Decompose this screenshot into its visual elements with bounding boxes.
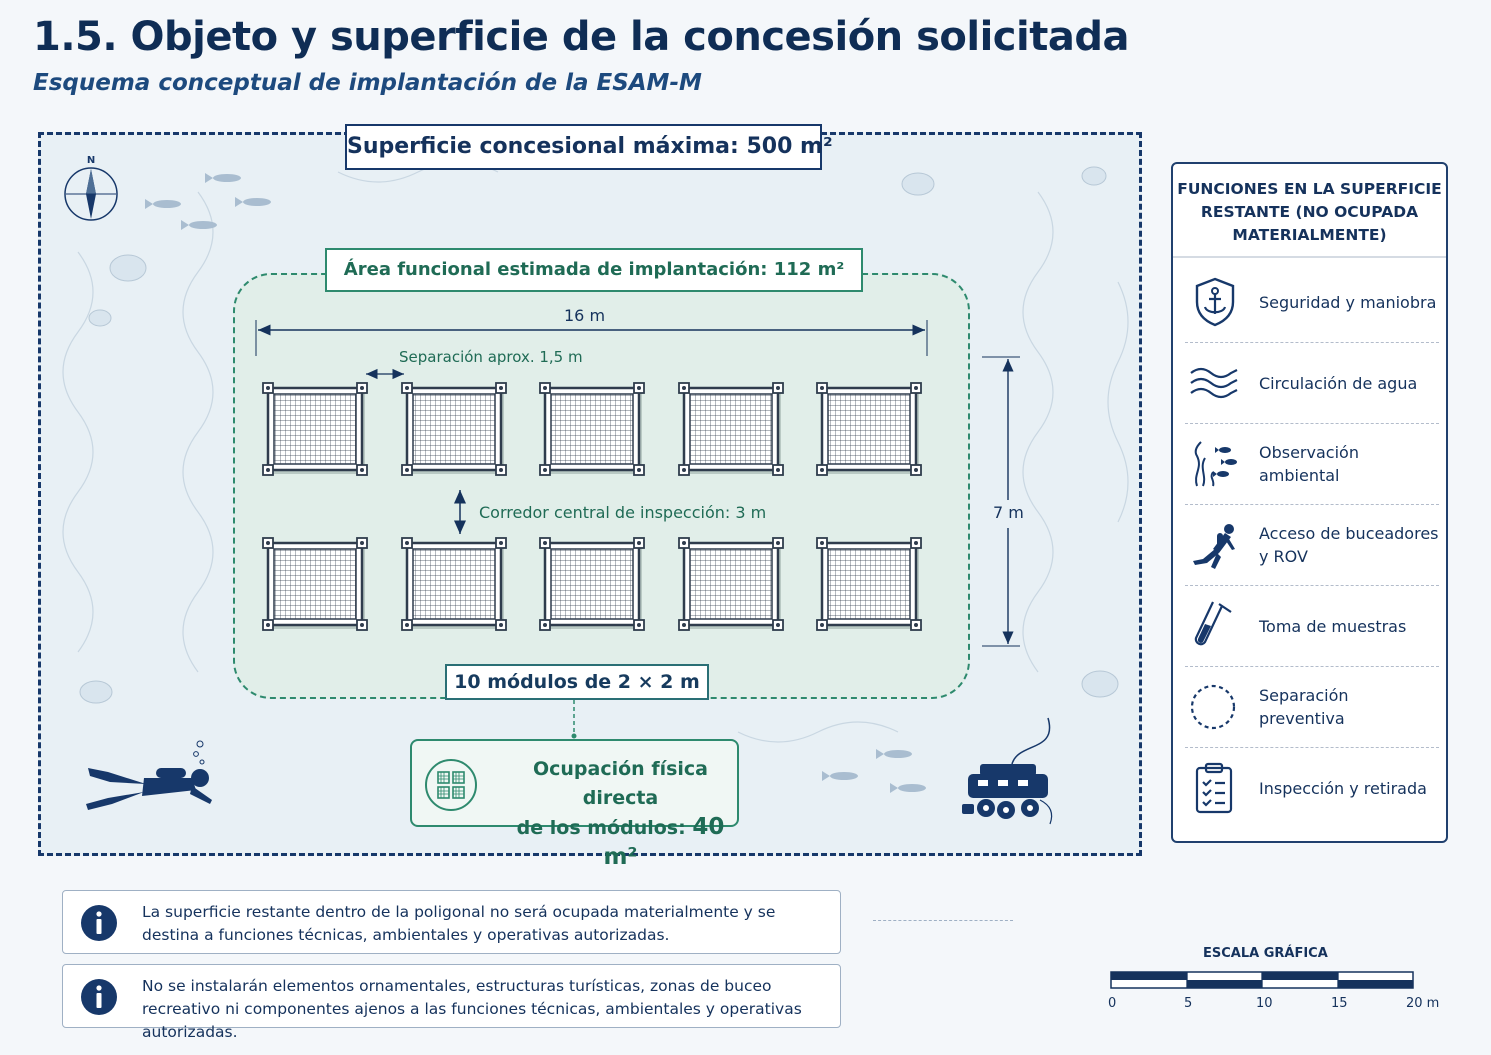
legend-divider <box>1173 256 1446 258</box>
functional-area-label: Área funcional estimada de implantación:… <box>325 248 863 292</box>
width-dimension-label: 16 m <box>564 306 606 325</box>
diver-illustration-icon <box>86 740 212 810</box>
legend-item-label: Acceso de buceadores y ROV <box>1259 524 1439 566</box>
width-dimension-line <box>255 320 928 356</box>
cage-module <box>678 537 784 631</box>
scale-tick-label: 0 <box>1108 996 1117 1011</box>
physical-occupation-box: Ocupación física directa de los módulos:… <box>410 739 739 870</box>
scale-tick-label: 20 m <box>1406 996 1440 1011</box>
legend-item-label: Inspección y retirada <box>1259 778 1427 798</box>
legend-item-label: Seguridad y maniobra <box>1259 292 1437 312</box>
dashed-circle-icon <box>1190 684 1236 730</box>
cage-module <box>262 537 368 631</box>
cage-module <box>816 382 922 476</box>
modules-count-label: 10 módulos de 2 × 2 m <box>445 664 709 700</box>
info-icon <box>81 979 117 1015</box>
legend-item-inspeccion: Inspección y retirada <box>1185 748 1439 828</box>
scale-bar <box>1110 971 1414 989</box>
legend-item-label: Circulación de agua <box>1259 373 1418 393</box>
fish-school-bottom-right <box>822 749 926 793</box>
max-concession-area-label: Superficie concesional máxima: 500 m² <box>345 124 833 170</box>
height-dimension-line <box>982 356 1020 647</box>
info-note-1: La superficie restante dentro de la poli… <box>62 890 841 954</box>
functions-legend-panel: FUNCIONES EN LA SUPERFICIE RESTANTE (NO … <box>1171 162 1448 843</box>
info-note-2: No se instalarán elementos ornamentales,… <box>62 964 841 1041</box>
legend-title: FUNCIONES EN LA SUPERFICIE RESTANTE (NO … <box>1177 180 1442 244</box>
cage-module <box>401 537 507 631</box>
diver-icon <box>1193 524 1235 569</box>
compass-north-label: N <box>87 155 95 166</box>
page-subtitle: Esquema conceptual de implantación de la… <box>33 70 702 96</box>
fish-school-top-left <box>145 173 271 230</box>
physical-occupation-line2: de los módulos: 40 m² <box>508 813 733 873</box>
anchor-shield-icon <box>1195 277 1235 327</box>
legend-item-toma: Toma de muestras <box>1185 586 1439 667</box>
scale-tick-label: 10 <box>1256 996 1273 1011</box>
decorative-divider <box>873 920 1013 921</box>
test-tube-icon <box>1194 601 1232 646</box>
physical-occupation-line1: Ocupación física directa <box>532 758 709 809</box>
scale-tick-label: 15 <box>1331 996 1348 1011</box>
legend-item-observacion: Observación ambiental <box>1185 424 1439 505</box>
seaweed-fish-icon <box>1194 441 1237 487</box>
compass-icon: N <box>64 155 118 221</box>
info-icon <box>81 905 117 941</box>
page-title: 1.5. Objeto y superficie de la concesión… <box>33 14 1129 60</box>
scale-tick-label: 5 <box>1184 996 1193 1011</box>
cage-module <box>401 382 507 476</box>
legend-item-label: Separación preventiva <box>1259 686 1349 728</box>
cage-module <box>816 537 922 631</box>
separation-label: Separación aprox. 1,5 m <box>399 348 583 366</box>
modules-group <box>262 382 922 631</box>
cage-module <box>678 382 784 476</box>
cage-module <box>262 382 368 476</box>
cage-module <box>539 537 645 631</box>
modules-grid-icon <box>425 759 477 811</box>
physical-occupation-prefix: de los módulos: <box>516 817 693 839</box>
rov-illustration-icon <box>962 717 1053 825</box>
height-dimension-label: 7 m <box>993 503 1024 522</box>
water-flow-icon <box>1190 367 1238 399</box>
legend-item-separacion: Separación preventiva <box>1185 667 1439 748</box>
physical-occupation-text: Ocupación física directa de los módulos:… <box>508 755 733 873</box>
cage-module <box>539 382 645 476</box>
legend-item-label: Toma de muestras <box>1259 616 1407 636</box>
legend-item-seguridad: Seguridad y maniobra <box>1185 262 1439 343</box>
legend-item-label: Observación ambiental <box>1259 443 1359 485</box>
info-note-text: No se instalarán elementos ornamentales,… <box>142 977 802 1041</box>
scale-title: ESCALA GRÁFICA <box>1203 946 1328 961</box>
info-note-text: La superficie restante dentro de la poli… <box>142 903 776 944</box>
legend-item-circulacion: Circulación de agua <box>1185 343 1439 424</box>
seabed-decoration <box>62 161 1129 743</box>
physical-occupation-value: 40 m² <box>603 814 725 870</box>
clipboard-icon <box>1195 762 1233 814</box>
legend-item-acceso: Acceso de buceadores y ROV <box>1185 505 1439 586</box>
corridor-label: Corredor central de inspección: 3 m <box>479 503 767 522</box>
